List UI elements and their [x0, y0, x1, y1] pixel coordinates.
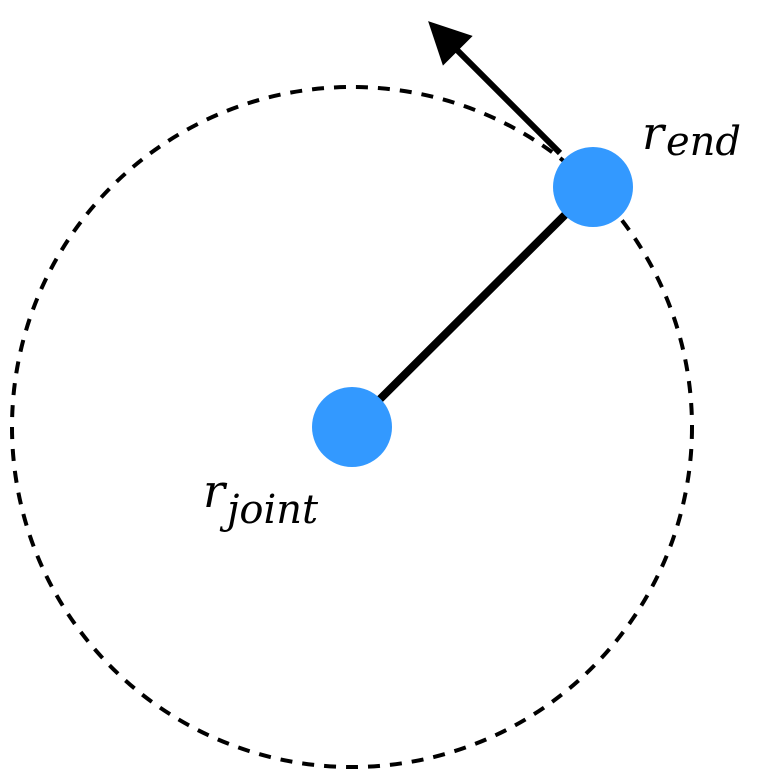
end-label: rend [642, 106, 741, 165]
reach-circle [10, 85, 694, 769]
joint-label-base: r [203, 464, 228, 518]
end-label-base: r [642, 106, 667, 160]
end-label-subscript: end [666, 119, 741, 165]
joint-node [312, 387, 392, 467]
end-velocity-arrow [428, 21, 563, 156]
joint-label-subscript: joint [219, 487, 319, 533]
arm-link [348, 183, 597, 431]
joint-label: rjoint [203, 464, 319, 533]
end-node [553, 147, 633, 227]
